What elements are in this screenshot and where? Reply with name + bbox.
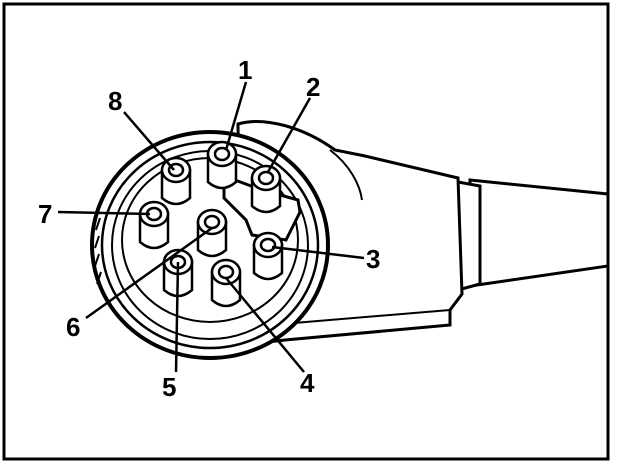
leader-line-8 [123,111,175,171]
leader-line-6 [85,226,213,320]
socket-pin-2 [250,164,282,214]
leader-line-1 [224,81,248,151]
socket-pin-1 [206,140,238,190]
leader-line-2 [266,97,312,173]
cable [456,178,610,292]
pins-layer [138,140,284,308]
socket-pin-6 [196,208,228,258]
pin-label-3: 3 [366,244,380,274]
pin-label-5: 5 [162,372,176,402]
pin-label-2: 2 [306,72,320,102]
socket-pin-4 [210,258,242,308]
leader-line-5 [174,261,180,373]
pin-label-4: 4 [300,368,315,398]
leader-line-3 [271,245,365,260]
socket-pin-3 [252,231,284,281]
leader-line-7 [57,210,151,216]
leader-line-4 [225,277,305,373]
pin-label-6: 6 [66,312,80,342]
pin-label-8: 8 [108,86,122,116]
socket-pin-8 [160,156,192,206]
pin-label-1: 1 [238,55,252,85]
socket-pin-7 [138,200,170,250]
pin-labels: 1 2 3 4 5 6 7 8 [38,55,380,402]
leader-lines [57,81,365,373]
pin-label-7: 7 [38,199,52,229]
